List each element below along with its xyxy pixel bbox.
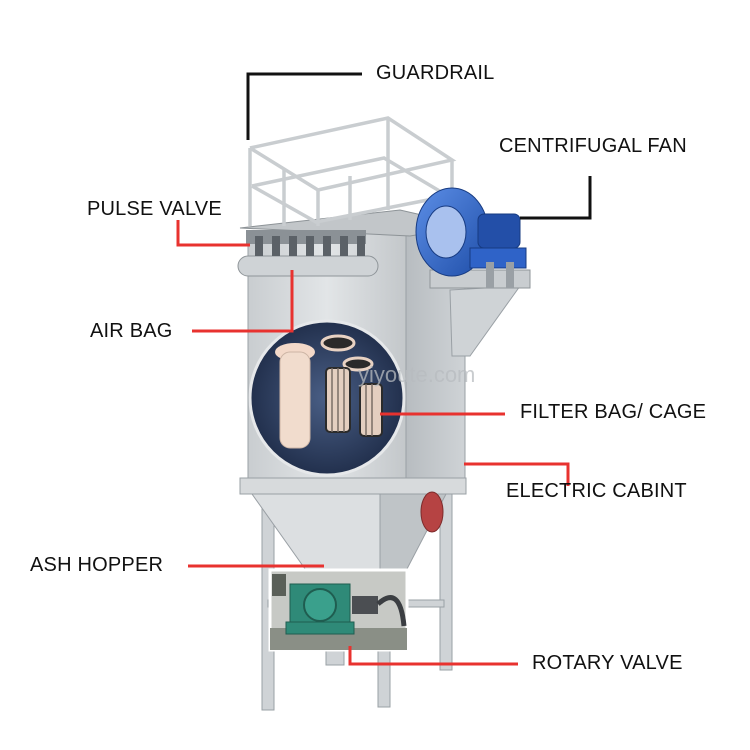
outlet-pipe — [420, 491, 444, 533]
label-air-bag: AIR BAG — [90, 320, 173, 342]
fan-support-arm — [449, 285, 522, 357]
label-centrifugal-fan: CENTRIFUGAL FAN — [499, 135, 687, 157]
label-electric-cabint: ELECTRIC CABINT — [506, 480, 687, 502]
label-filter-bag-cage: FILTER BAG/ CAGE — [520, 401, 707, 423]
leader-lines-red — [176, 220, 570, 666]
label-rotary-valve: ROTARY VALVE — [532, 652, 683, 674]
filter-bag-inset-photo — [248, 319, 406, 477]
rotary-valve-inset-photo — [268, 568, 409, 652]
label-guardrail: GUARDRAIL — [376, 62, 495, 84]
centrifugal-fan-icon — [415, 187, 531, 289]
pulse-valve-row — [237, 230, 379, 277]
label-pulse-valve: PULSE VALVE — [87, 198, 222, 220]
watermark: yiyoute.com — [358, 362, 476, 387]
label-ash-hopper: ASH HOPPER — [30, 554, 164, 576]
leader-lines-black — [246, 72, 592, 220]
